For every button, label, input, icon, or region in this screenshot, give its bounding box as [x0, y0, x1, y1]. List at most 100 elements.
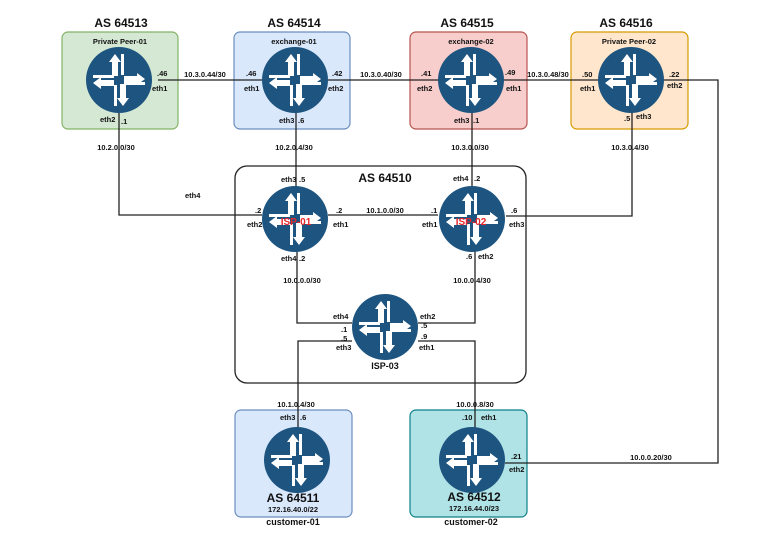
link-isp2-isp3: [418, 250, 476, 324]
interface-ip: .5: [624, 114, 630, 123]
subnet-label: 10.2.0.4/30: [275, 143, 313, 152]
link-isp3-cust2: [418, 340, 476, 440]
interface-ip: .5: [299, 175, 305, 184]
router-exchange-01[interactable]: [262, 47, 328, 113]
router-isp-02[interactable]: [439, 186, 505, 252]
router-icon: [438, 47, 504, 113]
interface-ip: .46: [246, 69, 256, 78]
interface-name: eth2: [417, 84, 432, 93]
as64516-name: Private Peer-02: [602, 37, 656, 46]
interface-name: eth1: [333, 220, 348, 229]
as64516-title: AS 64516: [599, 16, 653, 30]
interface-ip: .42: [332, 69, 342, 78]
subnet-label: 10.0.0.20/30: [630, 453, 672, 462]
subnet-label: 10.3.0.0/30: [451, 143, 489, 152]
interface-ip: .5: [341, 334, 347, 343]
interface-ip: .5: [421, 321, 427, 330]
interface-name: eth1: [244, 84, 259, 93]
router-icon: [86, 47, 152, 113]
link-pp2-cust2: [505, 79, 719, 464]
interface-name: eth2: [667, 81, 682, 90]
interface-ip: .6: [298, 116, 304, 125]
interface-ip: .2: [336, 206, 342, 215]
subnet-label: 10.3.0.40/30: [360, 70, 402, 79]
as64511-prefix: 172.16.40.0/22: [268, 505, 318, 514]
interface-name: eth3: [279, 116, 294, 125]
subnet-label: 10.0.0.0/30: [283, 276, 321, 285]
router-customer-02[interactable]: [439, 427, 505, 493]
interface-ip: .1: [341, 325, 347, 334]
interface-name: eth4: [185, 191, 201, 200]
as64514-title: AS 64514: [267, 16, 321, 30]
interface-ip: .21: [511, 452, 521, 461]
router-icon: [262, 186, 328, 252]
interface-name: eth2: [247, 220, 262, 229]
interface-name: eth4: [333, 312, 349, 321]
interface-name: eth1: [152, 84, 167, 93]
as64513-title: AS 64513: [94, 16, 148, 30]
subnet-label: 10.1.0.0/30: [366, 206, 404, 215]
as64511-name: customer-01: [266, 517, 320, 527]
interface-name: eth3: [636, 112, 651, 121]
interface-ip: .41: [421, 69, 431, 78]
interface-name: eth3: [336, 343, 351, 352]
interface-ip: .1: [431, 206, 437, 215]
interface-name: eth2: [328, 84, 343, 93]
as64514-name: exchange-01: [271, 37, 316, 46]
router-icon: [598, 47, 664, 113]
router-customer-01[interactable]: [264, 427, 330, 493]
subnet-label: 10.1.0.4/30: [277, 400, 315, 409]
interface-name: eth2: [100, 115, 115, 124]
subnet-label: 10.2.0.0/30: [97, 143, 135, 152]
subnet-label: 10.0.0.4/30: [453, 276, 491, 285]
interface-name: eth1: [580, 84, 595, 93]
as64512-prefix: 172.16.44.0/23: [449, 504, 499, 513]
subnet-label: 10.3.0.48/30: [527, 70, 569, 79]
link-isp3-cust1: [297, 340, 352, 440]
as64511-title: AS 64511: [267, 491, 320, 505]
router-private-peer-02[interactable]: [598, 47, 664, 113]
as64510-title: AS 64510: [358, 171, 412, 185]
interface-ip: .6: [300, 413, 306, 422]
isp-01-label: ISP-01: [281, 217, 312, 228]
router-isp-03[interactable]: [352, 294, 418, 360]
interface-name: eth2: [420, 312, 435, 321]
router-isp-01[interactable]: [262, 186, 328, 252]
interface-name: eth3: [509, 220, 524, 229]
as64512-name: customer-02: [444, 517, 498, 527]
interface-name: eth1: [422, 220, 437, 229]
subnet-label: 10.0.0.8/30: [456, 400, 494, 409]
router-private-peer-01[interactable]: [86, 47, 152, 113]
as64513-name: Private Peer-01: [93, 37, 147, 46]
interface-ip: .1: [473, 116, 479, 125]
interface-ip: .2: [255, 206, 261, 215]
interface-ip: .1: [121, 117, 127, 126]
router-exchange-02[interactable]: [438, 47, 504, 113]
interface-ip: .22: [669, 70, 679, 79]
interface-ip: .46: [157, 69, 167, 78]
interface-name: eth1: [506, 84, 521, 93]
interface-name: eth1: [481, 413, 496, 422]
router-icon: [439, 186, 505, 252]
interface-ip: .9: [421, 332, 427, 341]
interface-name: eth3: [454, 116, 469, 125]
interface-ip: .50: [582, 70, 592, 79]
router-icon: [264, 427, 330, 493]
isp-02-label: ISP-02: [456, 217, 487, 228]
interface-ip: .2: [474, 174, 480, 183]
interface-ip: .6: [466, 252, 472, 261]
interface-name: eth4: [453, 174, 469, 183]
subnet-label: 10.3.0.4/30: [611, 143, 649, 152]
isp-03-label: ISP-03: [371, 361, 399, 371]
router-icon: [352, 294, 418, 360]
as64515-title: AS 64515: [440, 16, 494, 30]
subnet-label: 10.3.0.44/30: [184, 70, 226, 79]
interface-name: eth2: [478, 252, 493, 261]
interface-ip: .10: [462, 413, 472, 422]
router-icon: [439, 427, 505, 493]
as64512-title: AS 64512: [447, 490, 501, 504]
link-pp1-isp1: [118, 110, 262, 216]
link-isp1-isp3: [296, 250, 352, 324]
interface-name: eth1: [419, 343, 434, 352]
